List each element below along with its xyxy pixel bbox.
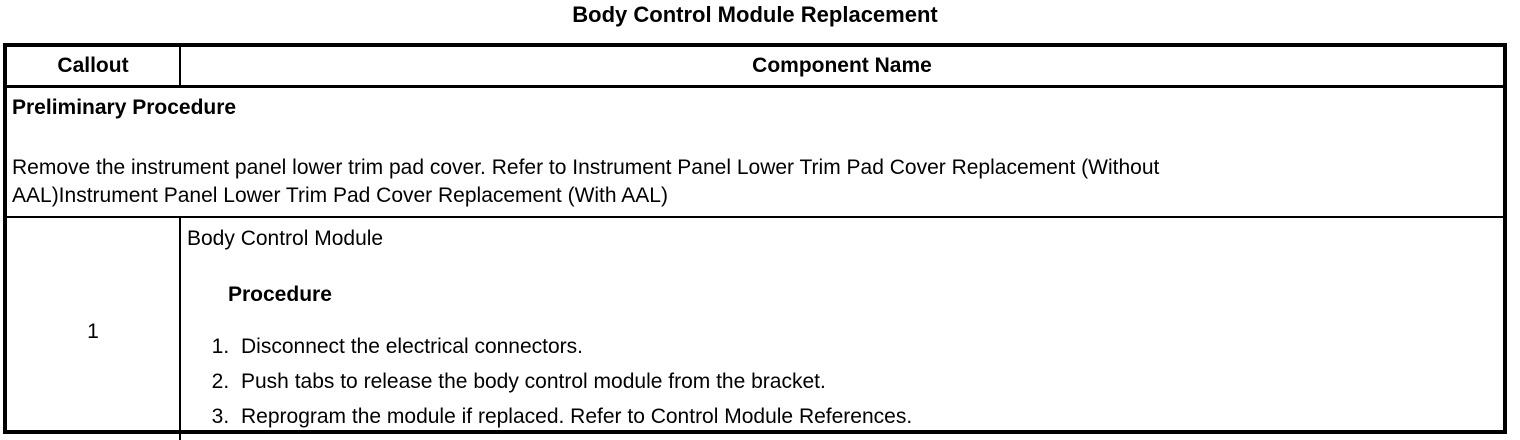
procedure-heading: Procedure [228,283,332,306]
table-row: 1 Body Control Module Procedure Disconne… [7,218,1503,440]
procedure-steps-list: Disconnect the electrical connectors. Pu… [187,334,1497,430]
procedure-step: Disconnect the electrical connectors. [235,334,1497,360]
table-header-row: Callout Component Name [7,47,1503,88]
page-title: Body Control Module Replacement [572,2,938,27]
component-table: Callout Component Name Preliminary Proce… [3,43,1507,440]
preliminary-procedure-text: Remove the instrument panel lower trim p… [12,154,1498,210]
preliminary-procedure-heading: Preliminary Procedure [12,96,237,119]
preliminary-procedure-row: Preliminary Procedure Remove the instrum… [7,88,1503,218]
component-name-column-header: Component Name [752,54,932,77]
component-cell: Body Control Module Procedure Disconnect… [181,218,1503,440]
callout-cell: 1 [7,218,181,440]
procedure-step: Push tabs to release the body control mo… [235,369,1497,395]
component-name: Body Control Module [187,227,384,250]
preliminary-text-line-1: Remove the instrument panel lower trim p… [12,156,1160,179]
procedure-step: Reprogram the module if replaced. Refer … [235,404,1497,430]
callout-column-header: Callout [7,47,181,85]
preliminary-text-line-2: AAL)Instrument Panel Lower Trim Pad Cove… [12,184,668,207]
